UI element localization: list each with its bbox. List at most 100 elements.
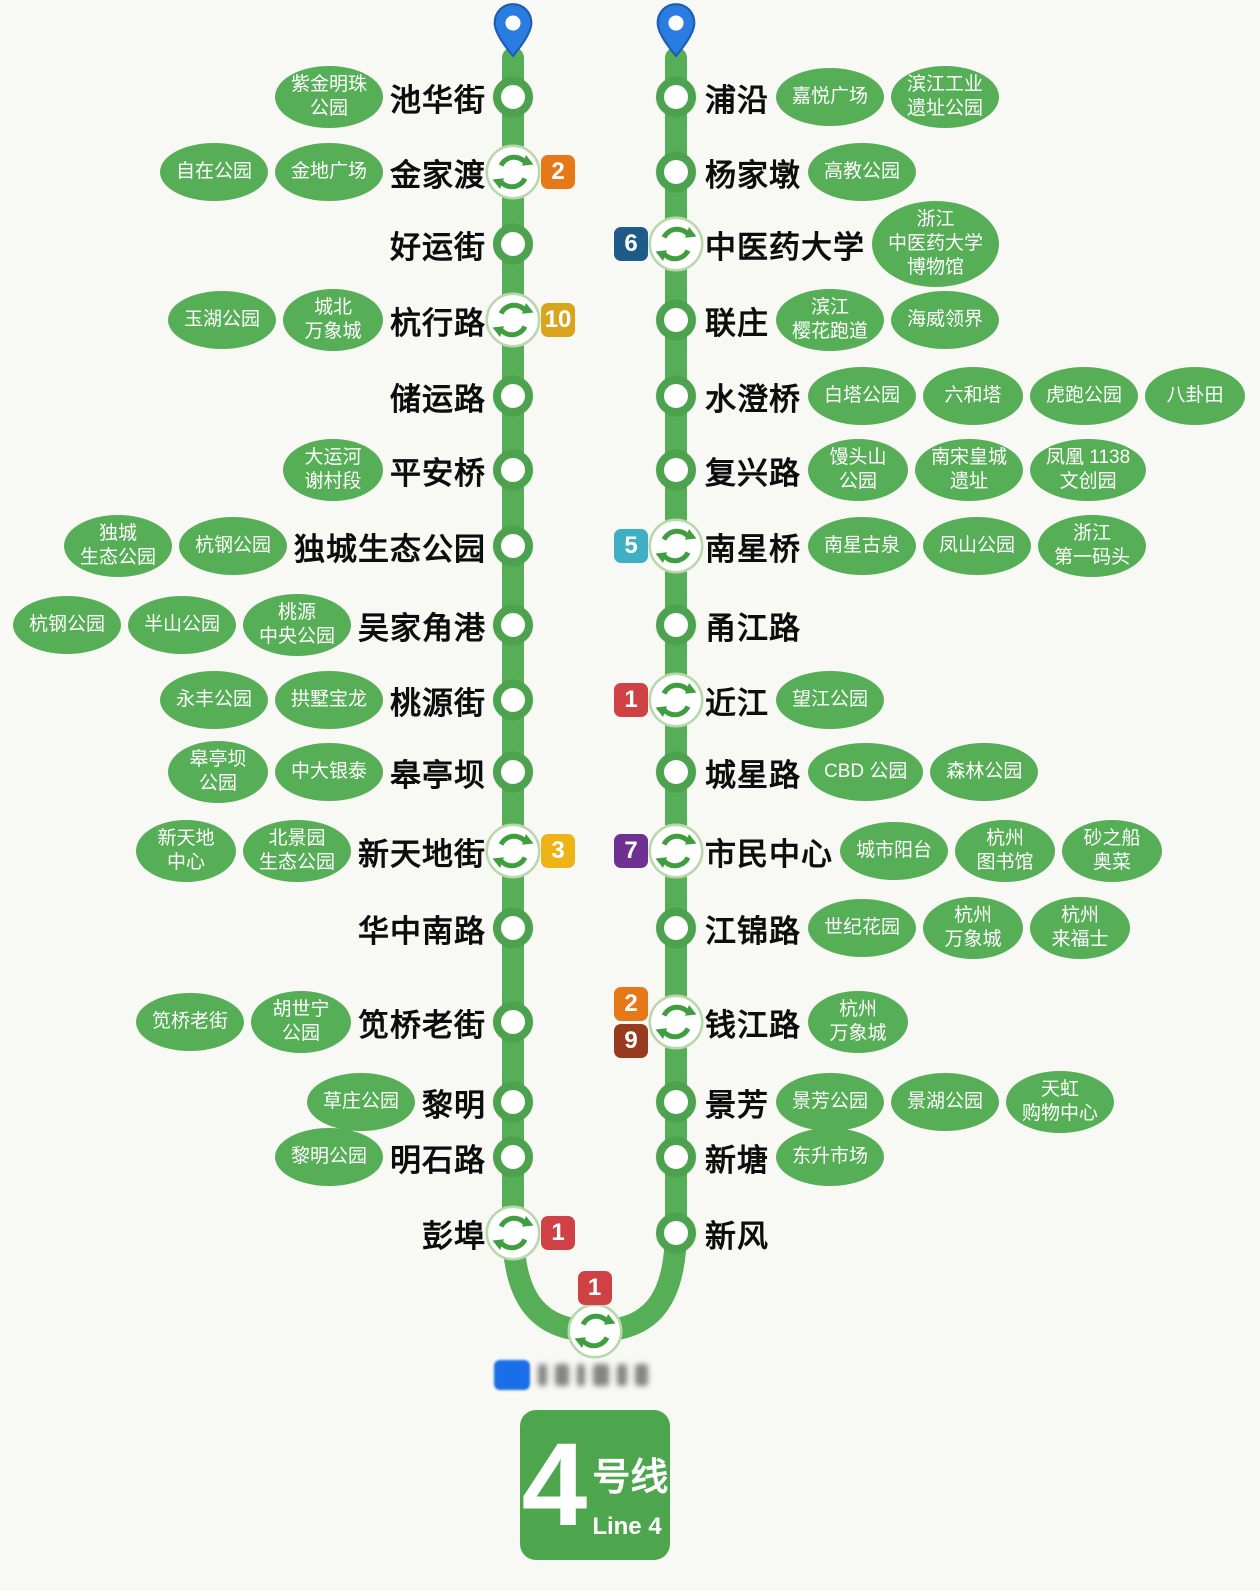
station-row: 草庄公园黎明	[0, 1054, 486, 1150]
station-row: 自在公园金地广场金家渡	[0, 124, 486, 220]
attraction-bubble: 半山公园	[127, 596, 236, 654]
attraction-bubble: 城市阳台	[840, 822, 949, 880]
attraction-bubble: 六和塔	[923, 367, 1024, 425]
line-badges: 3	[541, 834, 575, 868]
station-marker	[493, 908, 533, 948]
station-marker	[656, 300, 696, 340]
attraction-bubble: 杭钢公园	[12, 596, 121, 654]
attraction-bubble: 望江公园	[776, 671, 885, 729]
location-pin-icon	[654, 2, 698, 63]
line-badges: 10	[541, 303, 575, 337]
attraction-bubble: 白塔公园	[808, 367, 917, 425]
station-marker	[656, 77, 696, 117]
transfer-station-marker	[485, 292, 541, 348]
attraction-bubble: 黎明公园	[274, 1128, 383, 1186]
transfer-station-marker	[648, 823, 704, 879]
blurred-station-name	[577, 1364, 585, 1386]
station-name: 市民中心	[705, 836, 833, 872]
transfer-station-marker	[648, 518, 704, 574]
station-row: 杭钢公园半山公园桃源中央公园吴家角港	[0, 577, 486, 673]
blurred-station-name	[617, 1364, 627, 1386]
attraction-bubble: 森林公园	[930, 743, 1039, 801]
station-marker	[493, 680, 533, 720]
station-name: 杭行路	[390, 305, 486, 341]
station-marker	[493, 376, 533, 416]
station-row: 南星桥南星古泉凤山公园浙江第一码头	[705, 498, 1260, 594]
station-name: 黎明	[422, 1087, 486, 1123]
station-marker	[493, 752, 533, 792]
line-badges: 1	[541, 1216, 575, 1250]
station-name: 杨家墩	[705, 157, 801, 193]
station-name: 彭埠	[422, 1218, 486, 1254]
station-marker	[493, 1137, 533, 1177]
station-name: 新风	[705, 1218, 769, 1254]
station-row: 储运路	[0, 348, 486, 444]
station-name: 水澄桥	[705, 381, 801, 417]
station-name: 景芳	[705, 1087, 769, 1123]
attraction-bubble: 滨江工业遗址公园	[891, 65, 1000, 129]
station-row: 好运街	[0, 196, 486, 292]
attraction-bubble: 胡世宁公园	[251, 990, 351, 1054]
station-name: 中医药大学	[705, 229, 865, 265]
station-marker	[656, 1137, 696, 1177]
station-row: 中医药大学浙江中医药大学博物馆	[705, 196, 1260, 292]
attraction-bubble: 南星古泉	[808, 517, 917, 575]
station-row: 浦沿嘉悦广场滨江工业遗址公园	[705, 49, 1260, 145]
station-marker	[493, 1082, 533, 1122]
station-name: 新天地街	[358, 836, 486, 872]
attraction-bubble: 杭钢公园	[178, 517, 287, 575]
line-3-badge: 3	[541, 834, 575, 868]
attraction-bubble: 砂之船奥菜	[1062, 819, 1163, 883]
station-marker	[493, 605, 533, 645]
line-6-badge: 6	[614, 227, 648, 261]
line-9-badge: 9	[614, 1023, 648, 1058]
station-name: 平安桥	[390, 455, 486, 491]
attraction-bubble: 北景园生态公园	[242, 819, 351, 883]
station-row: 江锦路世纪花园杭州万象城杭州来福士	[705, 880, 1260, 976]
station-row: 大运河谢村段平安桥	[0, 422, 486, 518]
station-row: 市民中心城市阳台杭州图书馆砂之船奥菜	[705, 803, 1260, 899]
attraction-bubble: 杭州万象城	[923, 896, 1024, 960]
station-row: 钱江路杭州万象城	[705, 974, 1260, 1070]
station-row: 近江望江公园	[705, 652, 1260, 748]
station-name: 联庄	[705, 305, 769, 341]
attraction-bubble: 金地广场	[274, 143, 383, 201]
station-marker	[493, 224, 533, 264]
station-row: 新塘东升市场	[705, 1109, 1260, 1205]
attraction-bubble: 草庄公园	[306, 1073, 415, 1131]
attraction-bubble: 海威领界	[891, 291, 1000, 349]
attraction-bubble: 紫金明珠公园	[274, 65, 383, 129]
attraction-bubble: 天虹购物中心	[1006, 1070, 1115, 1134]
line-1-badge: 1	[541, 1216, 575, 1250]
station-row: 紫金明珠公园池华街	[0, 49, 486, 145]
attraction-bubble: 高教公园	[808, 143, 917, 201]
station-marker	[493, 526, 533, 566]
attraction-bubble: 永丰公园	[159, 671, 268, 729]
line-5-badge: 5	[614, 529, 648, 563]
station-marker	[656, 450, 696, 490]
station-name: 金家渡	[390, 157, 486, 193]
station-name: 吴家角港	[358, 610, 486, 646]
station-row: 甬江路	[705, 577, 1260, 673]
station-marker	[656, 152, 696, 192]
line-badges: 6	[614, 227, 648, 261]
station-name: 皋亭坝	[390, 757, 486, 793]
attraction-bubble: 大运河谢村段	[283, 438, 383, 502]
station-marker	[493, 450, 533, 490]
line-10-badge: 10	[541, 303, 575, 337]
line-1-badge: 1	[577, 1271, 612, 1305]
station-name: 储运路	[390, 381, 486, 417]
station-name: 池华街	[390, 82, 486, 118]
attraction-bubble: 东升市场	[776, 1128, 885, 1186]
transfer-station-marker	[485, 1205, 541, 1261]
station-name: 独城生态公园	[294, 531, 486, 567]
line-badges: 5	[614, 529, 648, 563]
watermark	[494, 1356, 684, 1394]
station-row: 永丰公园拱墅宝龙桃源街	[0, 652, 486, 748]
station-name: 复兴路	[705, 455, 801, 491]
attraction-bubble: 新天地中心	[135, 819, 236, 883]
station-row: 新风	[705, 1185, 1260, 1281]
station-name: 钱江路	[705, 1007, 801, 1043]
